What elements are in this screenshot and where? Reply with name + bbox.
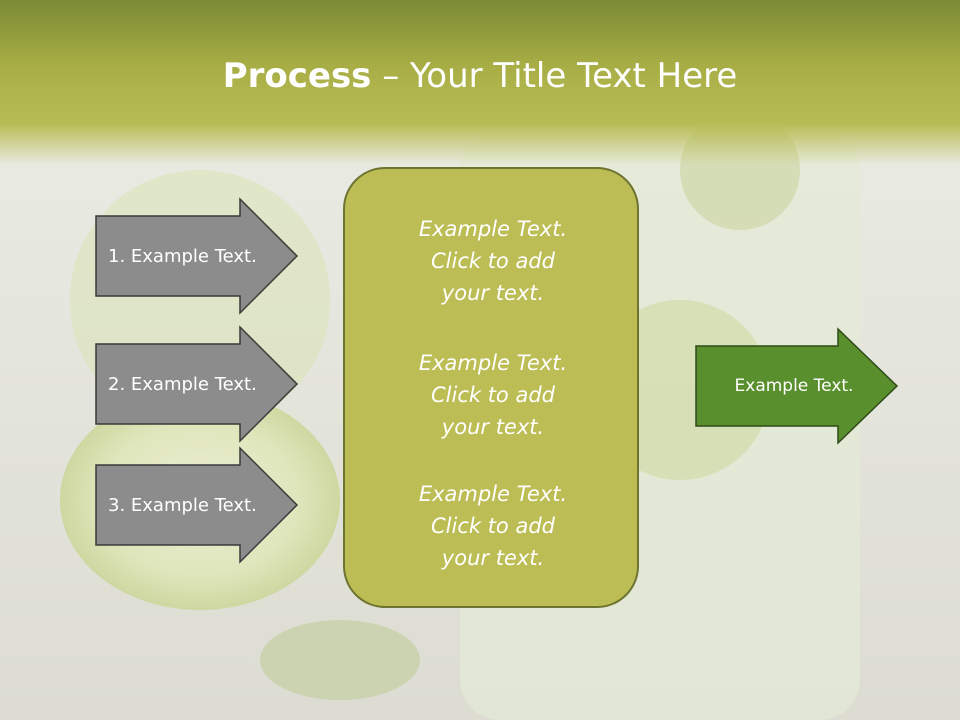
paragraph-line: Click to add: [430, 249, 555, 273]
result-label: Example Text.: [734, 376, 854, 396]
title-banner: [0, 0, 960, 165]
paragraph-line: Example Text.: [418, 482, 568, 506]
step-label: 1. Example Text.: [108, 245, 257, 267]
paragraph-line: your text.: [441, 281, 545, 305]
step-arrow-3[interactable]: 3. Example Text.: [94, 446, 300, 564]
panel-paragraph-2: Example Text. Click to add your text.: [345, 347, 641, 443]
arrow-shape: [95, 197, 299, 315]
paragraph-line: Example Text.: [418, 351, 568, 375]
title-bold: Process: [222, 56, 372, 96]
arrow-shape: [95, 446, 299, 564]
panel-paragraph-3: Example Text. Click to add your text.: [345, 478, 641, 574]
step-arrow-2[interactable]: 2. Example Text.: [94, 325, 300, 443]
panel-paragraph-1: Example Text. Click to add your text.: [345, 213, 641, 309]
step-label: 3. Example Text.: [108, 494, 257, 516]
paragraph-line: Example Text.: [418, 217, 568, 241]
paragraph-line: your text.: [441, 546, 545, 570]
arrow-shape: [695, 327, 899, 445]
paragraph-line: your text.: [441, 415, 545, 439]
arrow-shape: [95, 325, 299, 443]
step-label: 2. Example Text.: [108, 373, 257, 395]
result-arrow[interactable]: Example Text.: [694, 327, 900, 445]
page-title: Process – Your Title Text Here: [0, 54, 960, 98]
center-text-panel[interactable]: Example Text. Click to add your text. Ex…: [343, 167, 639, 608]
paragraph-line: Click to add: [430, 383, 555, 407]
title-rest: – Your Title Text Here: [371, 56, 738, 96]
paragraph-line: Click to add: [430, 514, 555, 538]
step-arrow-1[interactable]: 1. Example Text.: [94, 197, 300, 315]
